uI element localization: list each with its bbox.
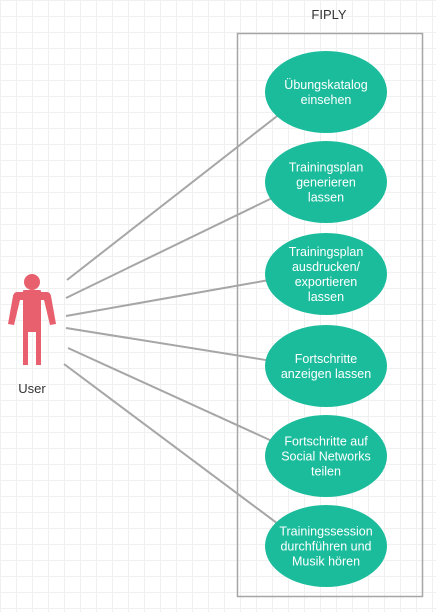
use-case: Trainingsplanausdrucken/exportierenlasse… bbox=[265, 233, 387, 315]
use-case-label: lassen bbox=[308, 290, 344, 304]
actor-left-arm bbox=[8, 292, 23, 325]
system-boundary bbox=[236, 32, 424, 598]
association-line bbox=[67, 347, 272, 442]
use-case-label: Fortschritte auf bbox=[284, 435, 368, 449]
association-lines bbox=[63, 114, 279, 524]
association-line bbox=[66, 114, 279, 281]
use-case-label: anzeigen lassen bbox=[281, 367, 371, 381]
use-case-ellipse bbox=[265, 505, 387, 587]
use-case-label: Social Networks bbox=[281, 450, 371, 464]
use-case-label: Trainingssession bbox=[279, 525, 372, 539]
use-case-ellipse bbox=[265, 325, 387, 407]
use-case-label: teilen bbox=[311, 465, 341, 479]
use-case-label: Musik hören bbox=[292, 555, 360, 569]
use-case-label: generieren bbox=[296, 176, 356, 190]
use-case-label: exportieren bbox=[295, 275, 358, 289]
use-case-label: Übungskatalog bbox=[284, 78, 367, 92]
use-case-label: Trainingsplan bbox=[289, 161, 364, 175]
use-case-label: durchführen und bbox=[280, 540, 371, 554]
association-line bbox=[65, 197, 272, 299]
actor-user bbox=[8, 274, 56, 365]
actor-right-arm bbox=[41, 292, 56, 325]
use-case-label: ausdrucken/ bbox=[292, 260, 361, 274]
actor-body bbox=[23, 290, 41, 365]
use-case-label: einsehen bbox=[301, 93, 352, 107]
use-case-label: Trainingsplan bbox=[289, 245, 364, 259]
association-line bbox=[63, 363, 278, 524]
use-case-ellipse bbox=[265, 141, 387, 223]
use-cases: ÜbungskatalogeinsehenTrainingsplangeneri… bbox=[265, 51, 387, 587]
actor-head bbox=[24, 274, 40, 290]
system-title: FIPLY bbox=[311, 7, 346, 22]
use-case-ellipse bbox=[265, 51, 387, 133]
actor-label: User bbox=[18, 381, 46, 396]
use-case-ellipse bbox=[265, 233, 387, 315]
use-case-label: Fortschritte bbox=[295, 352, 358, 366]
association-line bbox=[65, 327, 268, 362]
association-line bbox=[65, 279, 268, 317]
use-case-ellipse bbox=[265, 415, 387, 497]
use-case-label: lassen bbox=[308, 191, 344, 205]
